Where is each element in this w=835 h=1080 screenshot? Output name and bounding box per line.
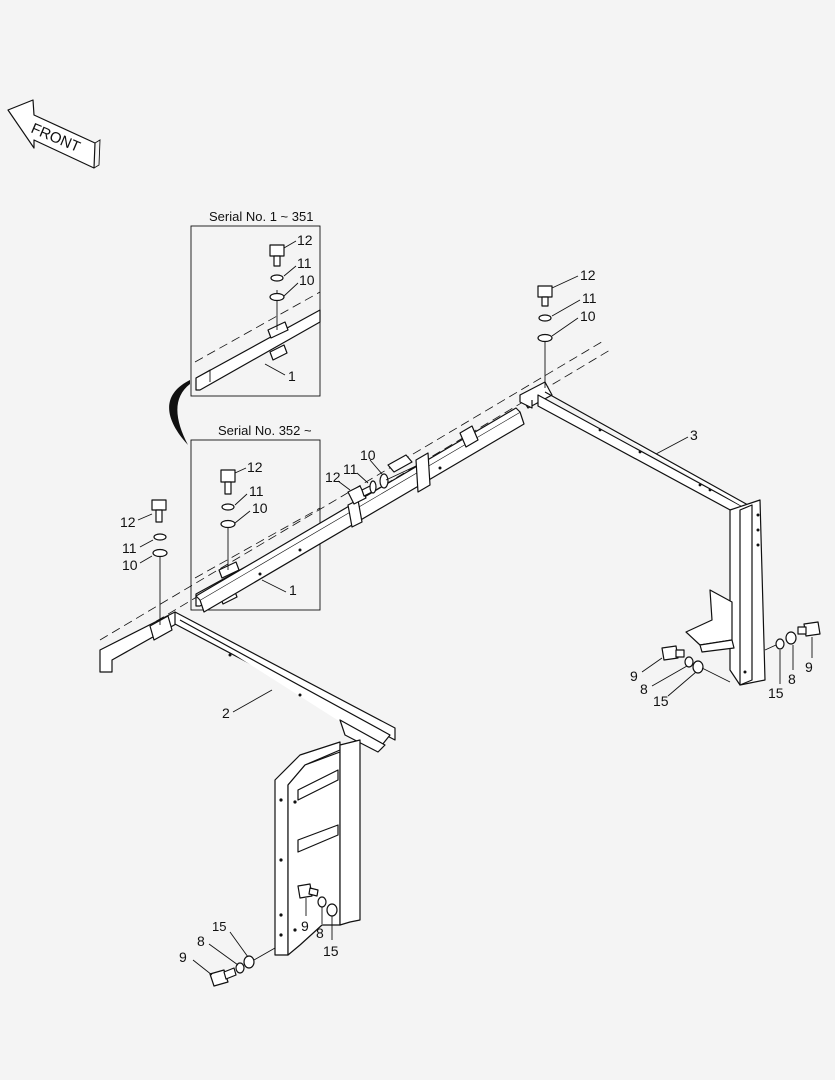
callout: 12 bbox=[580, 267, 596, 283]
callout: 11 bbox=[297, 255, 312, 271]
bolt-icon bbox=[347, 485, 367, 505]
callout: 10 bbox=[299, 272, 315, 288]
flat-washer-icon bbox=[379, 473, 389, 489]
front-arrow: FRONT bbox=[7, 99, 101, 169]
bolt-icon bbox=[661, 645, 679, 661]
bolt-icon bbox=[151, 499, 167, 511]
fasteners-left-top: 12 11 10 bbox=[120, 499, 168, 625]
callout: 8 bbox=[197, 933, 205, 949]
callout: 8 bbox=[788, 671, 796, 687]
spring-washer-icon bbox=[369, 480, 377, 494]
spring-washer-icon bbox=[684, 656, 694, 668]
fasteners-right-lower-left: 9 8 15 bbox=[630, 645, 731, 709]
callout: 15 bbox=[323, 943, 339, 959]
inset-serial-1-351: Serial No. 1 ~ 351 12 11 10 1 bbox=[190, 209, 321, 397]
callout: 11 bbox=[582, 290, 597, 306]
callout: 8 bbox=[640, 681, 648, 697]
fasteners-right-lower-right: 9 8 15 bbox=[764, 621, 821, 701]
flat-washer-icon bbox=[692, 660, 704, 674]
bolt-icon bbox=[297, 883, 313, 899]
callout: 9 bbox=[805, 659, 813, 675]
callout: 1 bbox=[289, 582, 297, 598]
spring-washer-icon bbox=[153, 533, 167, 541]
callout: 12 bbox=[297, 232, 313, 248]
callout: 11 bbox=[249, 483, 264, 499]
main-rail bbox=[195, 407, 525, 613]
callout: 9 bbox=[630, 668, 638, 684]
callout: 11 bbox=[343, 461, 358, 477]
callout: 10 bbox=[360, 447, 376, 463]
flat-washer-icon bbox=[152, 548, 168, 558]
bolt-icon bbox=[209, 969, 229, 987]
fasteners-left-lower-inner: 9 8 15 bbox=[297, 883, 339, 959]
callout: 11 bbox=[122, 540, 137, 556]
frame-2: 2 bbox=[99, 611, 396, 956]
spring-washer-icon bbox=[270, 274, 284, 282]
bolt-icon bbox=[537, 285, 553, 298]
inset-connector bbox=[169, 380, 190, 445]
callout: 15 bbox=[768, 685, 784, 701]
inset-2-title: Serial No. 352 ~ bbox=[218, 423, 312, 438]
callout: 1 bbox=[288, 368, 296, 384]
spring-washer-icon bbox=[538, 314, 552, 322]
callout: 12 bbox=[120, 514, 136, 530]
flat-washer-icon bbox=[269, 292, 285, 302]
callout: 15 bbox=[212, 919, 226, 934]
callout: 15 bbox=[653, 693, 669, 709]
spring-washer-icon bbox=[775, 638, 785, 650]
spring-washer-icon bbox=[317, 896, 327, 908]
callout: 12 bbox=[247, 459, 263, 475]
callout: 10 bbox=[122, 557, 138, 573]
callout: 9 bbox=[179, 949, 187, 965]
inset-1-title: Serial No. 1 ~ 351 bbox=[209, 209, 313, 224]
fasteners-right-top: 12 11 10 bbox=[537, 267, 597, 388]
spring-washer-icon bbox=[235, 962, 245, 974]
callout: 12 bbox=[325, 469, 341, 485]
flat-washer-icon bbox=[537, 333, 553, 343]
flat-washer-icon bbox=[326, 903, 338, 917]
callout-2: 2 bbox=[222, 705, 230, 721]
flat-washer-icon bbox=[243, 955, 255, 969]
callout: 10 bbox=[580, 308, 596, 324]
flat-washer-icon bbox=[785, 631, 797, 645]
fasteners-left-lower-outer: 9 8 15 bbox=[179, 919, 276, 987]
callout: 8 bbox=[316, 925, 324, 941]
bolt-icon bbox=[269, 244, 285, 267]
callout: 9 bbox=[301, 918, 309, 934]
fasteners-center: 12 11 10 bbox=[325, 447, 417, 505]
callout: 10 bbox=[252, 500, 268, 516]
frame-3: 3 bbox=[519, 381, 766, 686]
callout-3: 3 bbox=[690, 427, 698, 443]
